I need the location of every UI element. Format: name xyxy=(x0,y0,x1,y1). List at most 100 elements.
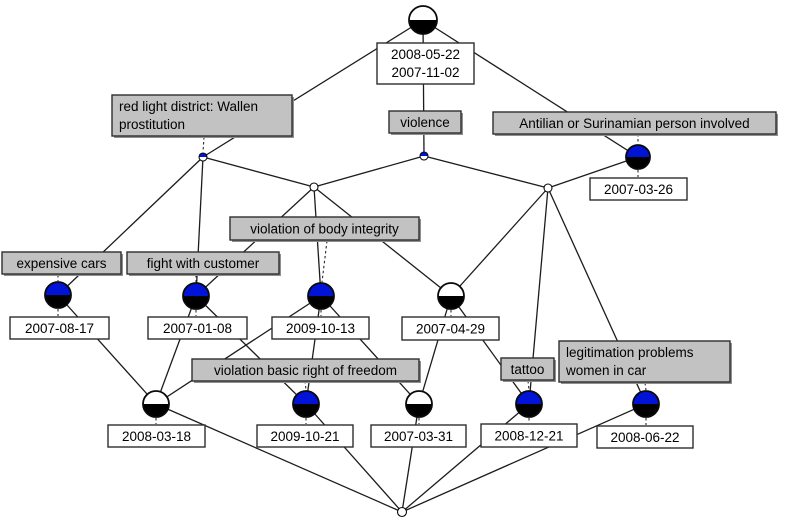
lattice-edge-freedom-bottom xyxy=(305,403,403,513)
lattice-edge-violence-meet-right xyxy=(423,155,549,189)
label-box xyxy=(370,424,467,448)
label-text: 2009-10-13 xyxy=(286,321,355,336)
label-text: violence xyxy=(400,115,450,130)
label-text: 2008-12-21 xyxy=(494,428,563,443)
label-box xyxy=(558,340,731,383)
lattice-edge-tattoo-bottom xyxy=(401,403,530,513)
label-box xyxy=(480,423,578,448)
node-top-half xyxy=(199,153,207,157)
label-box xyxy=(126,251,280,275)
node-outline xyxy=(625,144,651,170)
lattice-node-top[interactable] xyxy=(408,5,438,35)
attribute-label-antilian-surinamian[interactable]: Antilian or Surinamian person involved xyxy=(492,111,778,136)
lattice-edge-n0429-tattoo xyxy=(450,295,530,405)
node-bottom-half xyxy=(397,512,407,517)
attribute-label-violation-basic-right-freedom[interactable]: violation basic right of freedom xyxy=(191,358,421,383)
lattice-edge-body-freedom xyxy=(305,295,322,405)
object-label-d-2009-10-13[interactable]: 2009-10-13 xyxy=(271,316,370,340)
label-text: fight with customer xyxy=(147,256,260,271)
label-text: Antilian or Surinamian person involved xyxy=(519,116,749,131)
attribute-label-expensive-cars[interactable]: expensive cars xyxy=(1,251,123,276)
object-label-d-2007-04-29[interactable]: 2007-04-29 xyxy=(401,316,500,341)
object-label-d-2007-08-17[interactable]: 2007-08-17 xyxy=(9,316,110,340)
node-top-half xyxy=(143,391,169,404)
node-top-half xyxy=(308,283,334,296)
lattice-node-freedom[interactable] xyxy=(292,390,320,418)
object-label-d-2009-10-21[interactable]: 2009-10-21 xyxy=(256,424,354,448)
node-bottom-half xyxy=(308,296,334,309)
label-text: 2007-08-17 xyxy=(25,321,94,336)
lattice-node-tattoo[interactable] xyxy=(515,390,543,418)
lattice-node-antilian[interactable] xyxy=(625,144,651,170)
node-bottom-half xyxy=(406,404,432,417)
lattice-node-legit[interactable] xyxy=(632,390,660,418)
node-bottom-half xyxy=(310,187,318,191)
label-stub-4 xyxy=(321,240,328,283)
object-label-d-2008-06-22[interactable]: 2008-06-22 xyxy=(596,425,694,449)
lattice-edge-violence-meet-mid xyxy=(313,155,425,188)
node-bottom-half xyxy=(409,20,437,34)
label-text: violation of body integrity xyxy=(250,221,399,236)
object-label-d-2007-01-08[interactable]: 2007-01-08 xyxy=(147,316,248,340)
node-bottom-half xyxy=(516,404,542,417)
object-label-d-2008-03-18[interactable]: 2008-03-18 xyxy=(107,424,206,448)
attribute-label-fight-with-customer[interactable]: fight with customer xyxy=(126,251,281,276)
lattice-node-meet-mid[interactable] xyxy=(309,182,319,192)
label-box xyxy=(229,216,420,241)
label-box xyxy=(111,94,293,137)
lattice-node-d0318[interactable] xyxy=(142,390,170,418)
label-box xyxy=(596,425,694,449)
label-stub-15 xyxy=(644,382,647,391)
lattice-edge-d0331-bottom xyxy=(401,403,420,513)
lattice-node-expensive[interactable] xyxy=(44,281,72,309)
label-box xyxy=(107,424,206,448)
label-text: tattoo xyxy=(511,362,545,377)
node-outline xyxy=(408,5,438,35)
lattice-edge-antilian-meet-right xyxy=(547,156,639,189)
label-box xyxy=(500,357,555,381)
node-bottom-half xyxy=(293,404,319,417)
lattice-node-n0429[interactable] xyxy=(437,282,465,310)
label-box xyxy=(589,177,688,201)
attribute-label-violence[interactable]: violence xyxy=(388,110,463,135)
object-label-d-2007-03-26[interactable]: 2007-03-26 xyxy=(589,177,688,201)
object-label-d-2008-12-21[interactable]: 2008-12-21 xyxy=(480,423,578,448)
attribute-label-violation-body-integrity[interactable]: violation of body integrity xyxy=(229,216,421,242)
node-outline xyxy=(307,282,335,310)
lattice-edge-meet-right-n0429 xyxy=(450,187,549,297)
lattice-edge-top-antilian xyxy=(422,19,639,158)
lattice-edge-fight-d0318 xyxy=(155,295,197,405)
node-top-half xyxy=(516,391,542,404)
node-outline xyxy=(632,390,660,418)
node-bottom-half xyxy=(183,296,209,309)
node-layer xyxy=(44,5,660,518)
lattice-node-violence[interactable] xyxy=(419,151,429,161)
lattice-node-bottom[interactable] xyxy=(396,506,408,518)
lattice-node-redlight[interactable] xyxy=(198,152,208,162)
lattice-node-body[interactable] xyxy=(307,282,335,310)
lattice-node-meet-right[interactable] xyxy=(543,183,553,193)
lattice-node-fight[interactable] xyxy=(182,282,210,310)
attribute-label-tattoo[interactable]: tattoo xyxy=(500,357,556,382)
node-top-half xyxy=(438,283,464,296)
node-outline xyxy=(543,183,553,193)
object-label-d-2007-03-31[interactable]: 2007-03-31 xyxy=(370,424,467,448)
lattice-node-d0331[interactable] xyxy=(405,390,433,418)
label-box xyxy=(191,358,420,382)
node-outline xyxy=(515,390,543,418)
node-top-half xyxy=(409,6,437,20)
label-text: 2008-03-18 xyxy=(122,429,191,444)
node-bottom-half xyxy=(544,188,552,192)
label-text: violation basic right of freedom xyxy=(214,363,397,378)
node-outline xyxy=(182,282,210,310)
node-top-half xyxy=(420,152,428,156)
node-bottom-half xyxy=(143,404,169,417)
node-top-half xyxy=(293,391,319,404)
